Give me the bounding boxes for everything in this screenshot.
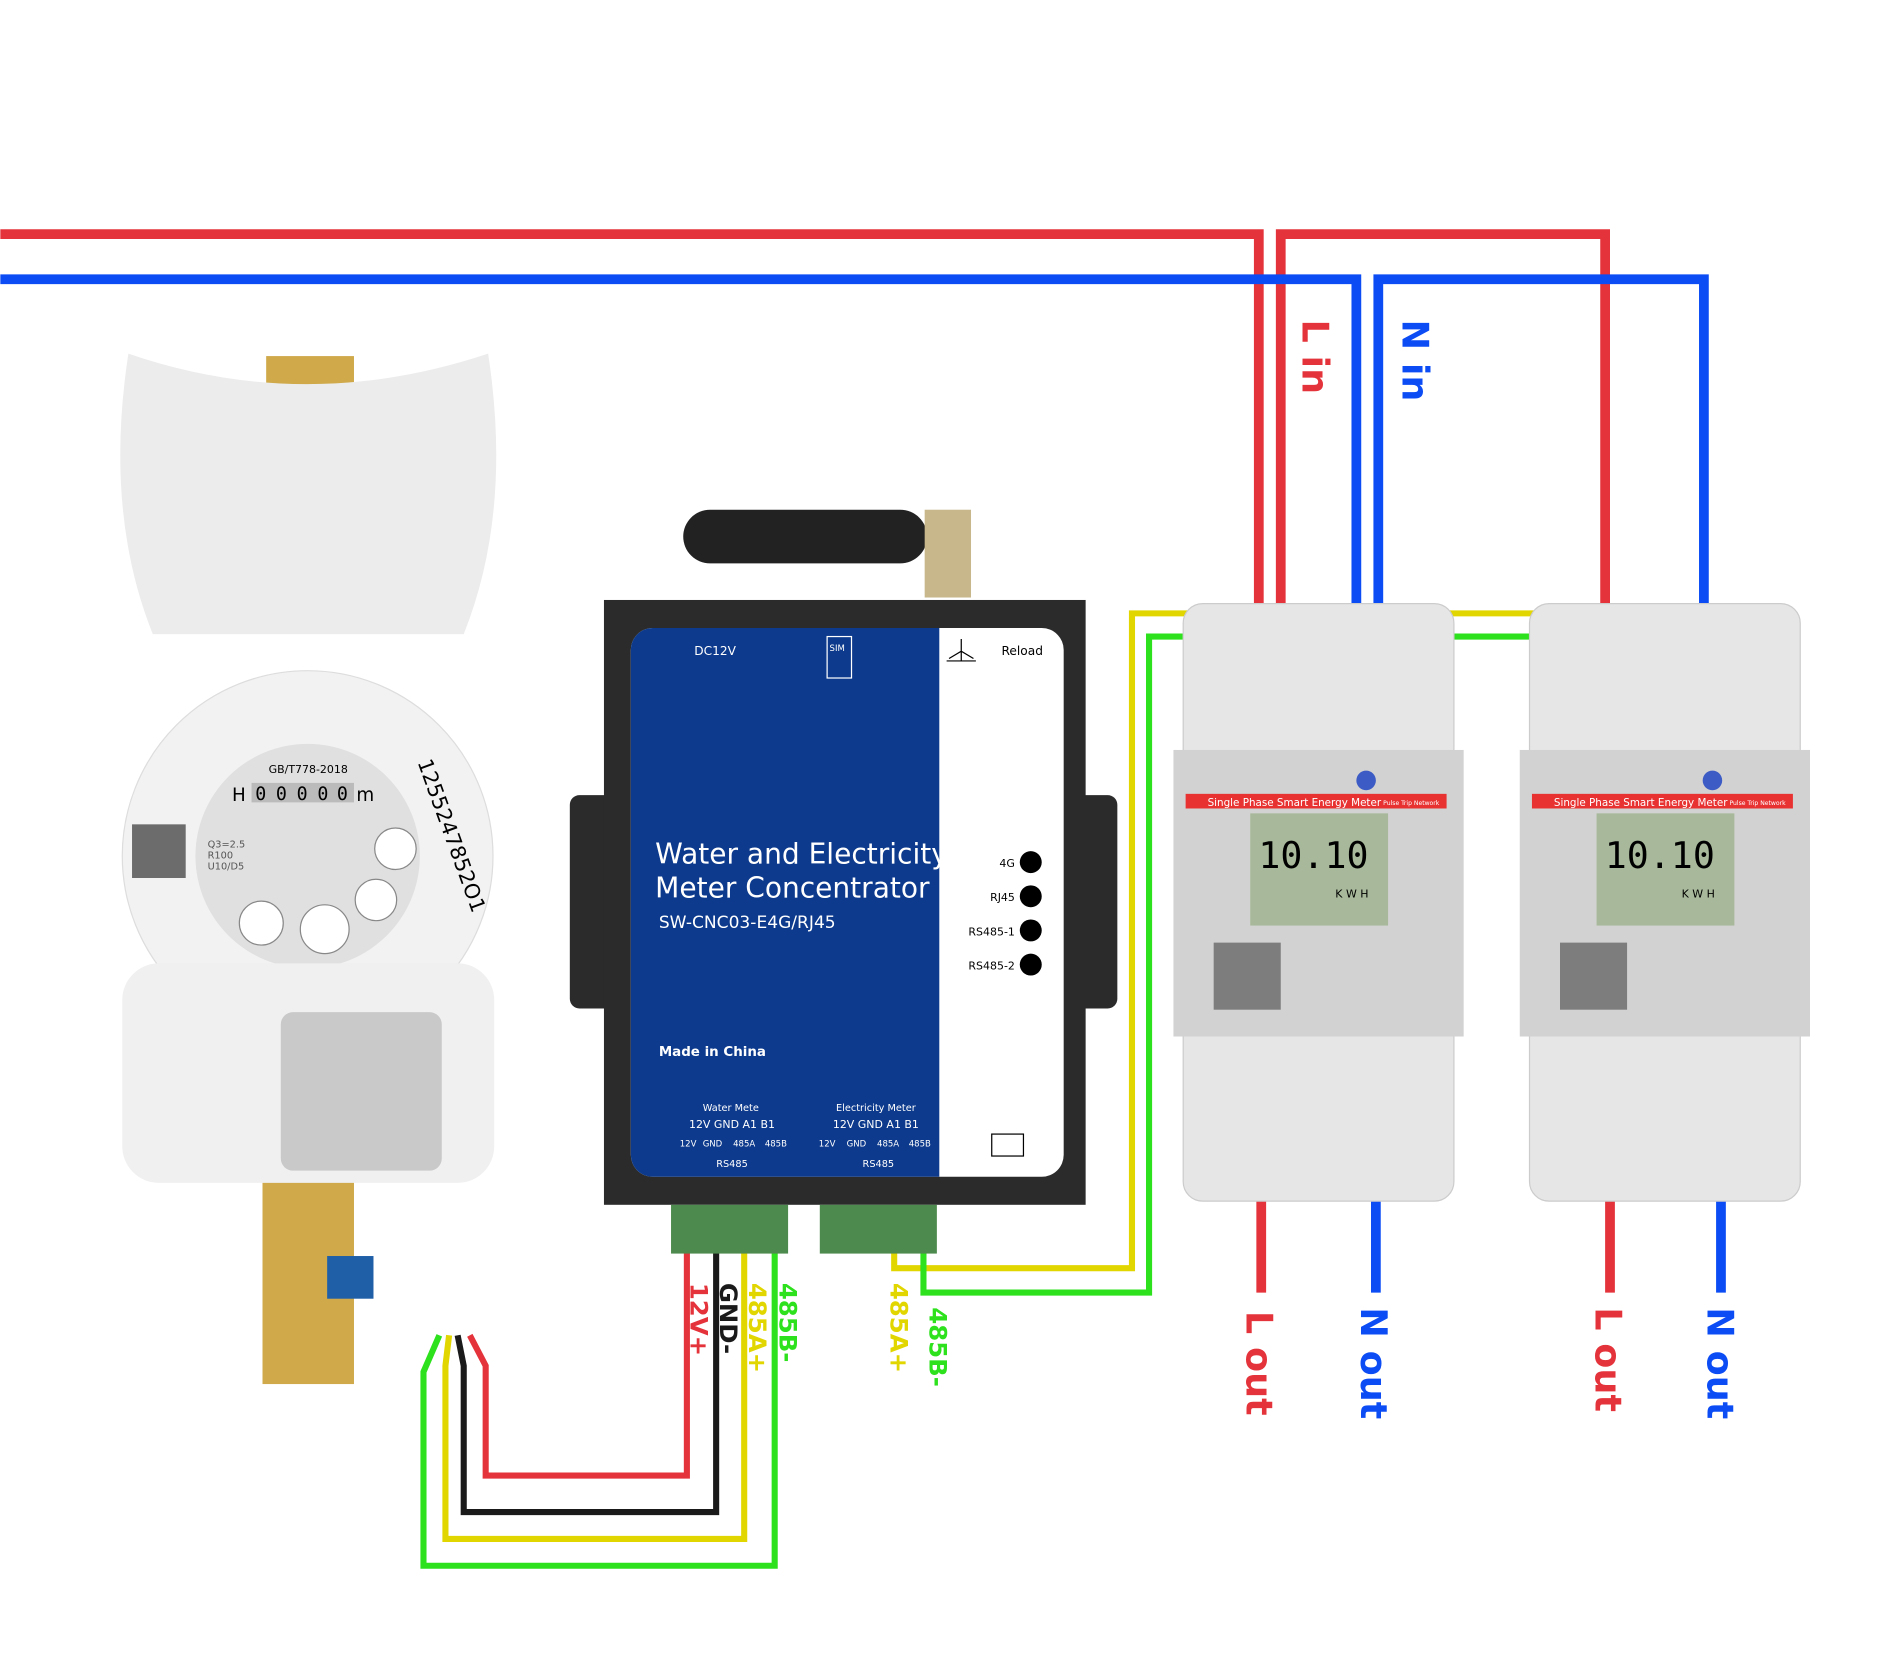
meter-unit: m: [356, 785, 374, 806]
label-n-in: N in: [1394, 319, 1437, 401]
led-rj45-label: RJ45: [990, 891, 1015, 904]
pin-box: GND: [703, 1139, 723, 1149]
gnd-wire: [454, 1249, 720, 1516]
meter-lid: [120, 353, 497, 635]
pin-box: 485B: [909, 1139, 931, 1149]
water-wires: [420, 1249, 778, 1569]
made-in: Made in China: [659, 1045, 766, 1060]
elec-port-pins: 12V GND A1 B1: [833, 1118, 919, 1131]
water-port-legend: Water Mete 12V GND A1 B1 12V GND 485A 48…: [680, 1103, 787, 1170]
led-rs485-1-label: RS485-1: [968, 925, 1014, 938]
water-terminal-block[interactable]: [671, 1204, 789, 1254]
label-l-out-2: L out: [1586, 1307, 1629, 1412]
lcd-reading: 10.10: [1258, 834, 1368, 877]
led-4g: [1019, 851, 1042, 874]
elec-port-title: Electricity Meter: [836, 1103, 917, 1114]
meter-banner-sub: Pulse Trip Network: [1730, 800, 1787, 807]
dc12v-label: DC12V: [694, 644, 736, 658]
lcd-unit: K W H: [1335, 888, 1368, 901]
meter-button[interactable]: [1356, 770, 1376, 791]
label-n-out-1: N out: [1352, 1307, 1395, 1419]
energy-meter-2: Single Phase Smart Energy Meter Pulse Tr…: [1519, 603, 1810, 1202]
module-window: [280, 1012, 442, 1171]
meter-banner: Single Phase Smart Energy Meter: [1554, 797, 1728, 809]
mains-wires: [0, 229, 1726, 1293]
water-port-pins: 12V GND A1 B1: [689, 1118, 775, 1131]
lcd-display: [1250, 813, 1389, 926]
label-blue: [630, 628, 940, 1177]
digit: 0: [255, 784, 266, 805]
led-rj45: [1019, 885, 1042, 908]
pin-box: 12V: [680, 1139, 697, 1149]
spec: U10/D5: [208, 861, 245, 872]
pin-box: GND: [847, 1139, 867, 1149]
qr-code: [1560, 942, 1628, 1010]
meter-standard: GB/T778-2018: [269, 763, 348, 776]
elec-port-bus: RS485: [863, 1159, 895, 1170]
label-gnd: GND-: [714, 1283, 743, 1354]
qr-code: [132, 824, 186, 878]
label-485b: 485B-: [774, 1283, 803, 1363]
qr-code: [1213, 942, 1281, 1010]
label-485b-elec: 485B-: [924, 1307, 953, 1387]
antenna: [683, 509, 928, 564]
label-l-out-1: L out: [1238, 1311, 1281, 1416]
label-l-in: L in: [1294, 319, 1337, 394]
ethernet-port-icon: [991, 1133, 1025, 1157]
led-4g-label: 4G: [999, 857, 1014, 870]
reload-label[interactable]: Reload: [1001, 644, 1042, 658]
live-wire: [0, 229, 1264, 604]
live-wire-loop: [1275, 229, 1610, 604]
meter-banner-sub: Pulse Trip Network: [1383, 800, 1440, 807]
lcd-unit: K W H: [1682, 888, 1715, 901]
pin-box: 485A: [733, 1139, 755, 1149]
meter-button[interactable]: [1702, 770, 1723, 791]
neutral-wire-loop: [1373, 274, 1709, 604]
led-rs485-1: [1019, 919, 1042, 942]
antenna-connector: [924, 509, 972, 598]
water-port-title: Water Mete: [703, 1103, 759, 1114]
elec-port-legend: Electricity Meter 12V GND A1 B1 12V GND …: [819, 1103, 931, 1170]
pin-box: 485A: [877, 1139, 899, 1149]
elec-terminal-block[interactable]: [819, 1204, 937, 1254]
meter-h: H: [232, 785, 246, 806]
digit: 0: [317, 784, 328, 805]
model-number: SW-CNC03-E4G/RJ45: [659, 913, 836, 933]
led-rs485-2: [1019, 953, 1042, 976]
concentrator: DC12V SIM Reload Water and Electricity M…: [569, 509, 1118, 1254]
title-line1: Water and Electricity: [655, 837, 948, 870]
lcd-display: [1596, 813, 1735, 926]
485a-water-wire: [442, 1249, 748, 1542]
12v-wire: [467, 1249, 690, 1479]
spec: Q3=2.5: [208, 840, 246, 851]
meter-specs: Q3=2.5 R100 U10/D5: [208, 840, 246, 873]
brass-inlet: [266, 356, 354, 387]
led-indicators: 4G RJ45 RS485-1 RS485-2: [968, 851, 1042, 976]
digit: 0: [337, 784, 348, 805]
wire-labels: 12V+ GND- 485A+ 485B- 485A+ 485B- L in N…: [685, 319, 1742, 1419]
title-line2: Meter Concentrator: [655, 872, 930, 905]
neutral-wire: [0, 274, 1362, 604]
pin-box: 12V: [819, 1139, 836, 1149]
spec: R100: [208, 850, 233, 861]
label-485a-elec: 485A+: [885, 1283, 914, 1373]
water-port-bus: RS485: [716, 1159, 748, 1170]
485b-water-wire: [420, 1249, 778, 1569]
antenna-icon: [946, 638, 976, 662]
water-meter: GB/T778-2018 H 0 0 0 0 0 m Q3=2.5 R100 U…: [120, 353, 497, 1385]
led-rs485-2-label: RS485-2: [968, 959, 1014, 972]
sim-icon: [826, 635, 853, 679]
digit: 0: [276, 784, 287, 805]
sim-label: SIM: [830, 644, 845, 654]
meter-banner: Single Phase Smart Energy Meter: [1208, 797, 1382, 809]
label-485a: 485A+: [743, 1283, 772, 1373]
pin-box: 485B: [765, 1139, 787, 1149]
valve: [327, 1256, 374, 1299]
label-12v: 12V+: [685, 1283, 714, 1356]
energy-meter-1: Single Phase Smart Energy Meter Pulse Tr…: [1173, 603, 1464, 1202]
label-n-out-2: N out: [1699, 1307, 1742, 1419]
odometer: 0 0 0 0 0: [251, 782, 354, 805]
lcd-reading: 10.10: [1605, 834, 1715, 877]
digit: 0: [297, 784, 308, 805]
